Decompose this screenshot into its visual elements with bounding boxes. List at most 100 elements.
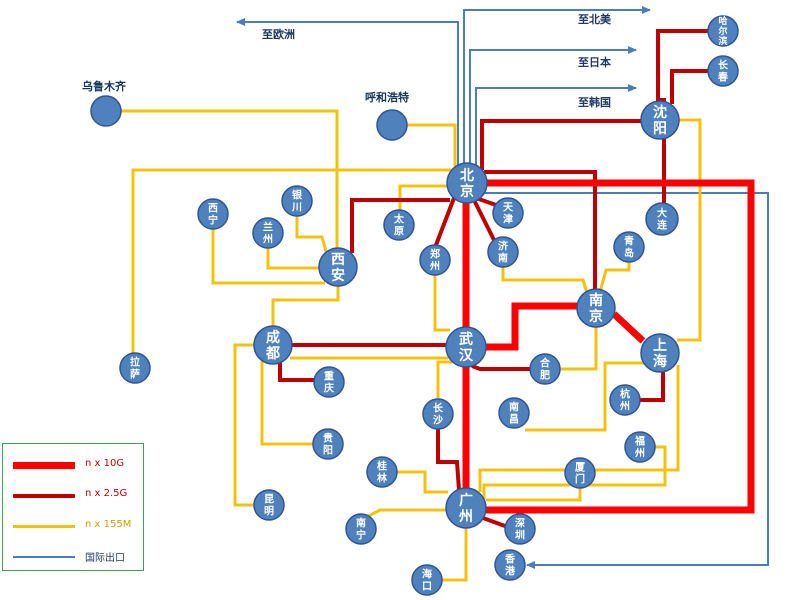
node-wuhan: 武汉 <box>445 326 487 368</box>
beijing-lhasa-link <box>131 168 458 355</box>
legend-swatch-2-5g <box>13 494 75 498</box>
beijing-taiyuan-link <box>398 184 452 212</box>
node-hangzhou-circle <box>609 384 641 416</box>
node-chongqing: 重庆 <box>313 366 345 398</box>
node-fuzhou-label: 福 <box>634 435 645 448</box>
japan-link <box>469 46 637 168</box>
guilin-guangzhou-link <box>382 470 448 494</box>
node-jinan-label: 济 <box>498 240 509 253</box>
zhengzhou-wuhan-link <box>433 260 450 332</box>
node-fuzhou-circle <box>624 431 656 463</box>
nanjing-shanghai-10g-link <box>611 311 646 344</box>
node-nanning-label: 宁 <box>356 529 366 542</box>
node-beijing-label: 北 <box>460 168 474 184</box>
node-nanchang: 南昌 <box>498 397 530 429</box>
international-links <box>236 6 769 569</box>
node-qingdao: 青岛 <box>613 231 645 263</box>
node-guilin-label: 林 <box>377 472 388 485</box>
node-lhasa: 拉萨 <box>119 352 151 384</box>
node-hongkong: 香港 <box>494 549 526 581</box>
node-shenzhen-label: 深 <box>515 517 525 530</box>
node-hefei-label: 肥 <box>540 370 550 382</box>
node-chengdu-label: 都 <box>265 346 280 362</box>
wuhan-hefei-link <box>471 364 530 371</box>
node-yinchuan: 银川 <box>281 185 313 217</box>
node-hongkong-label: 香 <box>505 553 515 566</box>
node-xining-label: 西 <box>208 203 218 215</box>
node-lanzhou: 兰州 <box>252 217 284 249</box>
node-fuzhou: 福州 <box>624 431 656 463</box>
node-zhengzhou-label: 郑 <box>430 248 440 261</box>
node-beijing-circle <box>446 162 488 204</box>
shanghai-hangzhou-link <box>640 372 665 402</box>
node-xiamen-label: 厦 <box>575 462 586 474</box>
node-shenyang: 沈阳 <box>640 100 680 140</box>
node-lanzhou-label: 州 <box>262 234 273 246</box>
north-america-label: 至北美 <box>578 12 612 26</box>
node-yinchuan-label: 银 <box>292 189 303 202</box>
node-dalian-label: 连 <box>657 219 668 232</box>
legend-item-2-5g: n x 2.5G <box>13 486 138 504</box>
node-guangzhou-circle <box>445 487 487 529</box>
node-lhasa-label: 萨 <box>130 368 140 381</box>
beijing-nanjing-link <box>484 170 597 289</box>
node-dalian-circle <box>645 202 679 236</box>
node-dalian-label: 大 <box>657 207 667 220</box>
node-changchun: 长春 <box>707 55 739 87</box>
node-changchun-label: 长 <box>718 59 729 72</box>
beijing-zhengzhou-link <box>434 197 456 246</box>
node-qingdao-label: 青 <box>624 235 634 248</box>
node-harbin-label: 滨 <box>718 35 727 47</box>
legend-label-155m: n x 155M <box>85 519 132 530</box>
node-zhengzhou: 郑州 <box>419 244 451 276</box>
node-shenyang-label: 阳 <box>653 121 667 137</box>
wuhan-changsha-link <box>436 360 453 399</box>
chengdu-guiyang-link <box>260 355 314 446</box>
node-hangzhou-label: 杭 <box>620 388 630 401</box>
node-nanning: 南宁 <box>345 513 377 545</box>
node-kunming-label: 昆 <box>264 494 274 506</box>
node-chongqing-label: 重 <box>324 370 334 383</box>
node-guilin-circle <box>366 456 398 488</box>
shenyang-shanghai-link <box>676 118 702 342</box>
node-yinchuan-label: 川 <box>291 202 302 214</box>
node-hefei-circle <box>529 353 561 385</box>
beijing-xian-link <box>350 198 450 253</box>
node-hefei-label: 合 <box>539 357 551 370</box>
node-xining-circle <box>197 198 229 230</box>
node-taiyuan-label: 太 <box>393 213 405 226</box>
node-xiamen-label: 门 <box>575 473 585 486</box>
node-xian-label: 安 <box>331 267 345 284</box>
hongkong-intl-link <box>480 192 769 569</box>
node-kunming: 昆明 <box>253 489 285 521</box>
node-changsha-label: 长 <box>433 402 444 415</box>
node-guilin: 桂林 <box>366 456 398 488</box>
guangzhou-nanning-link <box>360 508 448 522</box>
north-america-link <box>463 6 651 168</box>
node-shenyang-label: 沈 <box>653 104 667 121</box>
node-wuhan-label: 汉 <box>459 348 474 364</box>
node-wuhan-label: 武 <box>459 331 473 348</box>
node-guiyang-circle <box>312 428 344 460</box>
legend-item-155m: n x 155M <box>13 517 138 535</box>
node-tianjin: 天津 <box>492 197 524 229</box>
node-haikou-circle <box>411 564 443 596</box>
node-nanjing-label: 京 <box>589 308 603 325</box>
chengdu-kunming-link <box>233 343 258 507</box>
node-changsha-circle <box>422 398 454 430</box>
legend: n x 10G n x 2.5G n x 155M 国际出口 <box>2 443 144 571</box>
europe-label: 至欧洲 <box>262 27 295 41</box>
node-xian: 西安 <box>318 247 358 287</box>
node-xiamen: 厦门 <box>564 457 596 489</box>
diagram-labels: 乌鲁木齐 呼和浩特 至欧洲 至北美 至日本 至韩国 <box>82 12 612 109</box>
links-2-5g <box>278 29 709 528</box>
node-shanghai: 上海 <box>640 333 680 373</box>
node-haikou: 海口 <box>411 564 443 596</box>
node-guiyang-label: 阳 <box>323 445 333 457</box>
urumqi-label: 乌鲁木齐 <box>82 79 127 93</box>
node-hohhot <box>376 109 408 141</box>
node-hangzhou: 杭州 <box>609 384 641 416</box>
legend-label-2-5g: n x 2.5G <box>85 488 128 499</box>
node-shanghai-label: 上 <box>653 338 667 354</box>
